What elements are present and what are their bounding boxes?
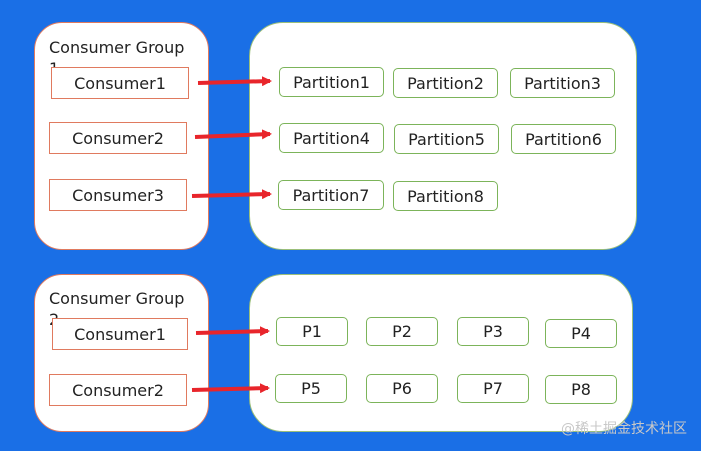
watermark: @稀土掘金技术社区: [561, 421, 687, 437]
group1-partition7: Partition7: [278, 180, 384, 210]
group1-consumer1: Consumer1: [51, 67, 189, 99]
group1-partition2: Partition2: [393, 68, 498, 98]
group2-p3: P3: [457, 317, 529, 346]
group1-partition6: Partition6: [511, 124, 616, 154]
arrow-g2-consumer2-p5: [191, 383, 270, 394]
group2-p8: P8: [545, 375, 617, 404]
group2-consumer1: Consumer1: [52, 318, 188, 350]
group2-p7: P7: [457, 374, 529, 403]
group2-p2: P2: [366, 317, 438, 346]
group1-partition5: Partition5: [394, 124, 499, 154]
arrow-consumer3-partition7: [191, 189, 272, 200]
arrow-consumer2-partition4: [194, 129, 272, 140]
group1-consumer2: Consumer2: [49, 122, 187, 154]
group2-consumer2: Consumer2: [49, 374, 187, 406]
group2-p1: P1: [276, 317, 348, 346]
group2-p5: P5: [275, 374, 347, 403]
arrow-consumer1-partition1: [197, 76, 272, 87]
group1-partition4: Partition4: [279, 123, 384, 153]
arrow-g2-consumer1-p1: [195, 326, 270, 337]
group1-partition1: Partition1: [279, 67, 384, 97]
group2-p4: P4: [545, 319, 617, 348]
group1-consumer3: Consumer3: [49, 179, 187, 211]
group1-partition3: Partition3: [510, 68, 615, 98]
group1-partition8: Partition8: [393, 181, 498, 211]
group2-p6: P6: [366, 374, 438, 403]
group2-partitions-panel: [249, 274, 633, 432]
